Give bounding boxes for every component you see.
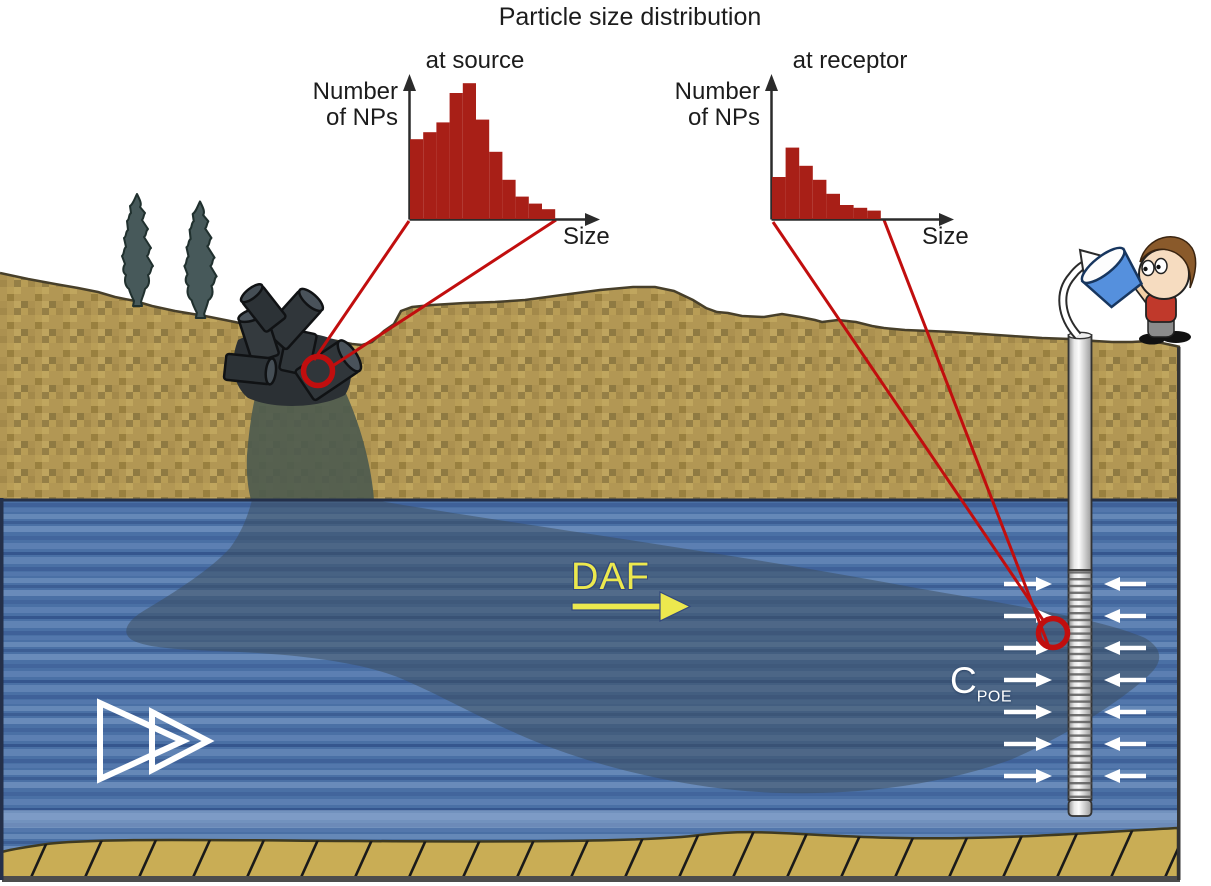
histogram-bar: [476, 119, 490, 219]
histogram-bar: [799, 165, 813, 219]
histogram-bar: [515, 196, 529, 219]
receptor-x-axis-label: Size: [922, 223, 969, 250]
histogram-bar: [410, 139, 424, 219]
flow-arrow-left-icon: [1104, 673, 1146, 687]
water-light-band: [2, 810, 1180, 828]
flow-arrow-right-icon: [1004, 769, 1052, 783]
histogram-bar: [853, 207, 868, 219]
pants: [1147, 318, 1175, 338]
flow-arrow-left-icon: [1104, 641, 1146, 655]
bottom-border: [2, 876, 1180, 882]
well-sump: [1067, 799, 1093, 817]
cpoe-label: CPOE: [950, 660, 1013, 706]
waste-barrels: [222, 283, 363, 406]
source-histogram-title: at source: [425, 47, 525, 74]
hair: [1139, 236, 1197, 289]
histogram-bar: [840, 205, 854, 219]
source-x-axis-label: Size: [563, 223, 610, 250]
histogram-bar: [812, 179, 827, 219]
flow-arrow-left-icon: [1104, 609, 1146, 623]
histogram-axes: [403, 74, 954, 226]
eye: [1154, 257, 1168, 275]
histogram-bar: [772, 177, 786, 219]
histogram-receptor-bars: [772, 147, 881, 219]
well-casing: [1067, 334, 1093, 573]
flow-arrow-right-icon: [1004, 641, 1052, 655]
histogram-bar: [489, 151, 503, 219]
flow-arrow-right-icon: [1004, 705, 1052, 719]
receptor-histogram-title: at receptor: [792, 47, 908, 74]
flow-arrow-right-icon: [1004, 673, 1052, 687]
flow-arrow-right-icon: [1004, 577, 1052, 591]
flow-arrow-left-icon: [1104, 705, 1146, 719]
histogram-bar: [528, 203, 542, 219]
receptor-marker-circle: [1035, 615, 1071, 651]
tree-icon: [183, 200, 218, 320]
histogram-bar: [449, 93, 463, 219]
receptor-y-axis-label: Number of NPs: [674, 78, 760, 131]
histogram-bar: [542, 209, 556, 219]
monitoring-well: [1067, 331, 1093, 817]
source-marker-circle: [300, 353, 336, 389]
eye: [1141, 259, 1155, 277]
tree-icon: [121, 193, 154, 307]
flow-arrow-right-icon: [1004, 609, 1052, 623]
flow-arrow-left-icon: [1104, 737, 1146, 751]
groundwater-flow-icon: [97, 698, 215, 784]
flow-arrow-right-icon: [1004, 737, 1052, 751]
histogram-bar: [462, 83, 476, 219]
person: [1124, 236, 1197, 345]
left-border: [0, 498, 4, 880]
histogram-bar: [826, 193, 840, 219]
callout-lines: [312, 218, 1051, 648]
diagram-title: Particle size distribution: [498, 3, 762, 31]
soil-layer: [0, 273, 1180, 502]
daf-label: DAF: [571, 556, 650, 598]
well-inflow-arrows: [1004, 577, 1146, 783]
source-y-axis-label: Number of NPs: [312, 78, 398, 131]
daf-arrow: [571, 591, 692, 622]
histogram-bar: [867, 210, 881, 219]
bucket-icon: [1080, 246, 1144, 309]
flow-arrow-left-icon: [1104, 577, 1146, 591]
histogram-bar: [436, 122, 450, 219]
histogram-source-bars: [410, 83, 556, 219]
histogram-bar: [502, 179, 516, 219]
right-border: [1177, 347, 1181, 880]
histogram-bar: [785, 147, 800, 219]
ground-surface-line: [0, 271, 1181, 349]
well-screen-slots: [1068, 570, 1092, 800]
contaminant-plume: [126, 500, 1160, 794]
flow-arrow-left-icon: [1104, 769, 1146, 783]
histogram-bar: [423, 132, 437, 219]
